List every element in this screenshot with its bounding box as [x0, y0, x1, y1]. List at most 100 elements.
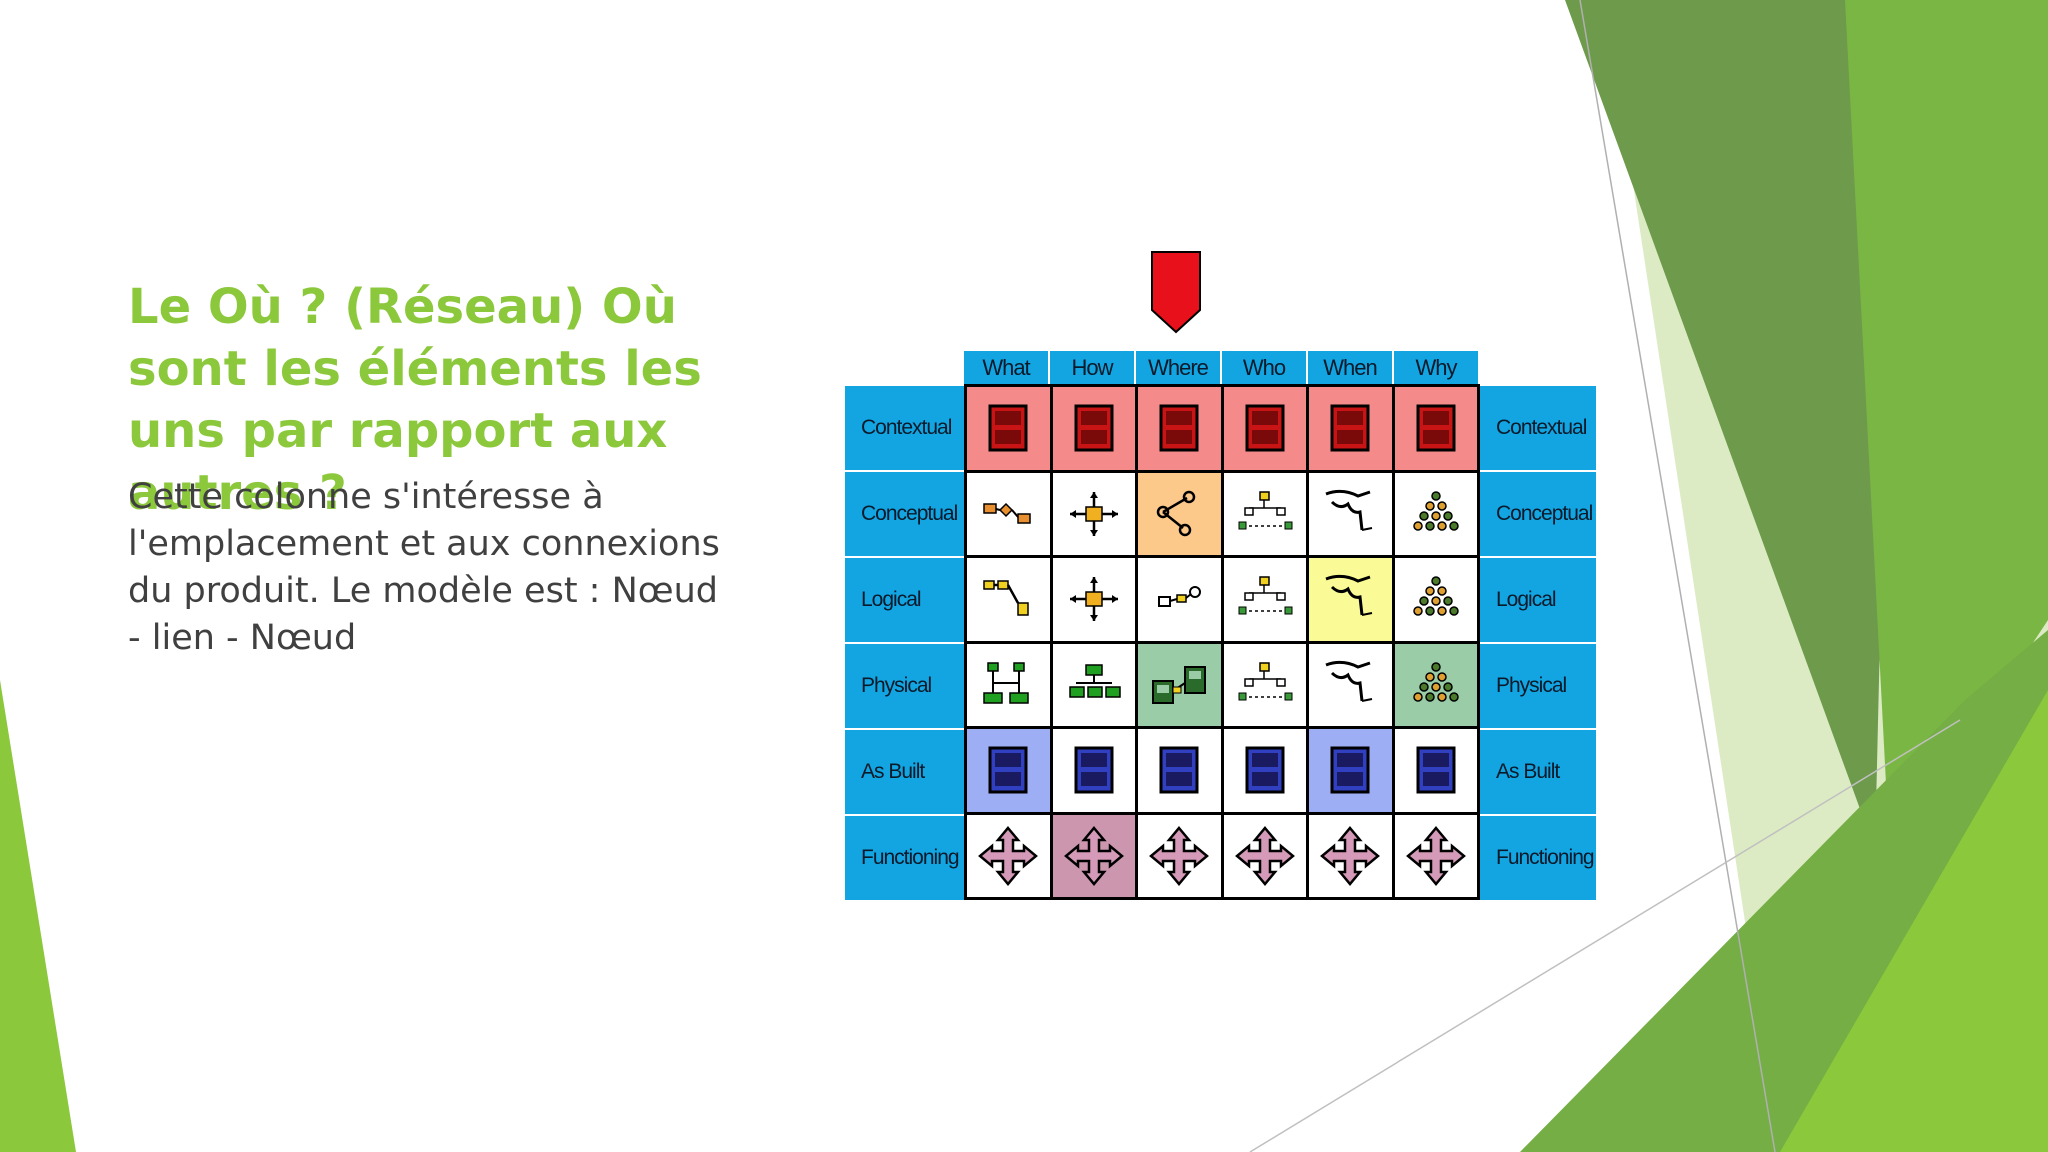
slide-title: Le Où ? (Réseau) Où sont les éléments le…	[128, 279, 702, 521]
node-network-icon	[1157, 490, 1196, 536]
row-header-left-logical: Logical	[845, 558, 964, 642]
cell-physical-what	[967, 643, 1050, 726]
row-header-right-contextual: Contextual	[1480, 386, 1596, 470]
book-icon	[1245, 404, 1285, 452]
timeline-icon	[1325, 575, 1373, 617]
cell-contextual-what	[967, 387, 1050, 470]
four-way-arrow-icon	[1234, 825, 1295, 886]
system-icon	[988, 746, 1028, 794]
cell-as-built-how	[1052, 729, 1135, 812]
cell-contextual-who	[1223, 387, 1306, 470]
cell-contextual-how	[1052, 387, 1135, 470]
cell-physical-where	[1138, 643, 1221, 726]
column-header-who: Who	[1222, 351, 1306, 384]
goal-pyramid-icon	[1413, 576, 1459, 616]
physical-data-icon	[983, 662, 1029, 704]
row-header-left-conceptual: Conceptual	[845, 472, 964, 556]
book-icon	[988, 404, 1028, 452]
book-icon	[1330, 404, 1370, 452]
cell-logical-what	[967, 558, 1050, 641]
row-header-left-as-built: As Built	[845, 730, 964, 814]
system-icon	[1330, 746, 1370, 794]
cell-logical-when	[1309, 558, 1392, 641]
goal-pyramid-icon	[1413, 662, 1459, 702]
entity-link-icon	[983, 502, 1031, 524]
slide-body: Cette colonne s'intéresse à l'emplacemen…	[128, 477, 731, 658]
process-arrows-icon	[1069, 577, 1118, 622]
column-marker-arrow-icon	[1151, 251, 1201, 334]
system-icon	[1159, 746, 1199, 794]
cell-conceptual-when	[1309, 472, 1392, 555]
cell-logical-how	[1052, 558, 1135, 641]
row-header-right-conceptual: Conceptual	[1480, 472, 1596, 556]
row-header-right-logical: Logical	[1480, 558, 1596, 642]
column-header-how: How	[1050, 351, 1134, 384]
timeline-icon	[1325, 489, 1373, 531]
right-bright-green-shape	[1780, 690, 2048, 1152]
book-icon	[1159, 404, 1199, 452]
cell-physical-why	[1394, 643, 1477, 726]
row-header-left-physical: Physical	[845, 644, 964, 728]
cell-physical-how	[1052, 643, 1135, 726]
cell-physical-who	[1223, 643, 1306, 726]
decor-line-1	[1579, 0, 1776, 1152]
column-header-why: Why	[1394, 351, 1478, 384]
cell-contextual-where	[1138, 387, 1221, 470]
system-icon	[1416, 746, 1456, 794]
four-way-arrow-icon	[978, 825, 1039, 886]
cell-logical-where	[1138, 558, 1221, 641]
row-header-left-contextual: Contextual	[845, 386, 964, 470]
cell-conceptual-where	[1138, 472, 1221, 555]
timeline-icon	[1325, 660, 1373, 702]
data-model-icon	[983, 580, 1029, 616]
decor-line-2	[1249, 719, 1961, 1152]
cell-as-built-who	[1223, 729, 1306, 812]
row-header-right-as-built: As Built	[1480, 730, 1596, 814]
matrix-grid	[964, 384, 1480, 900]
cell-logical-who	[1223, 558, 1306, 641]
cell-as-built-when	[1309, 729, 1392, 812]
cell-as-built-where	[1138, 729, 1221, 812]
cell-contextual-why	[1394, 387, 1477, 470]
cell-as-built-why	[1394, 729, 1477, 812]
column-header-where: Where	[1136, 351, 1220, 384]
cell-conceptual-how	[1052, 472, 1135, 555]
node-link-icon	[1158, 586, 1202, 608]
cell-as-built-what	[967, 729, 1050, 812]
cell-functioning-where	[1138, 814, 1221, 897]
hierarchy-icon	[1069, 664, 1121, 698]
org-chart-icon	[1238, 576, 1293, 615]
cell-functioning-why	[1394, 814, 1477, 897]
org-chart-icon	[1238, 491, 1293, 530]
row-header-left-functioning: Functioning	[845, 816, 964, 900]
cell-functioning-what	[967, 814, 1050, 897]
four-way-arrow-icon	[1320, 825, 1381, 886]
row-header-right-functioning: Functioning	[1480, 816, 1596, 900]
left-green-shape	[0, 680, 76, 1152]
goal-pyramid-icon	[1413, 491, 1459, 531]
four-way-arrow-icon	[1149, 825, 1210, 886]
column-header-when: When	[1308, 351, 1392, 384]
org-chart-icon	[1238, 662, 1293, 701]
four-way-arrow-icon	[1405, 825, 1466, 886]
system-icon	[1245, 746, 1285, 794]
column-header-what: What	[964, 351, 1048, 384]
cell-functioning-how	[1052, 814, 1135, 897]
right-mid-green-shape	[1845, 0, 2048, 860]
row-header-right-physical: Physical	[1480, 644, 1596, 728]
cell-conceptual-who	[1223, 472, 1306, 555]
cell-contextual-when	[1309, 387, 1392, 470]
process-arrows-icon	[1069, 491, 1118, 536]
computer-network-icon	[1152, 665, 1207, 704]
book-icon	[1416, 404, 1456, 452]
cell-physical-when	[1309, 643, 1392, 726]
cell-conceptual-why	[1394, 472, 1477, 555]
book-icon	[1074, 404, 1114, 452]
cell-functioning-who	[1223, 814, 1306, 897]
cell-conceptual-what	[967, 472, 1050, 555]
system-icon	[1074, 746, 1114, 794]
cell-functioning-when	[1309, 814, 1392, 897]
cell-logical-why	[1394, 558, 1477, 641]
right-dark-green-shape	[1565, 0, 1895, 850]
